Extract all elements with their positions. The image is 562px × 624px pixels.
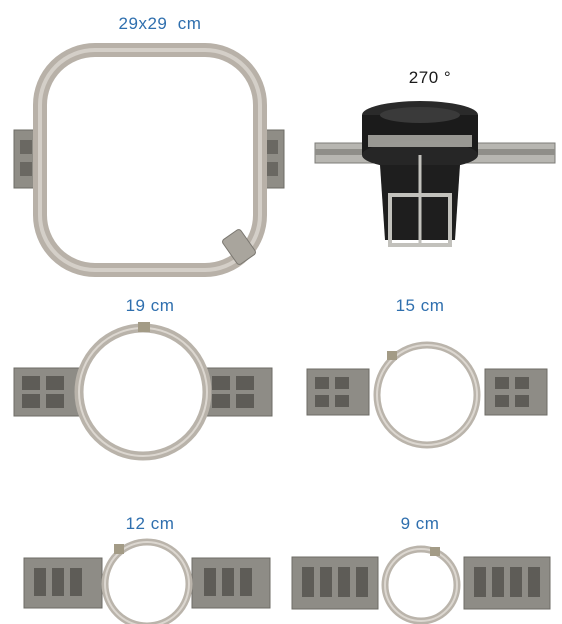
- label-cap-hoop: 270 °: [408, 68, 452, 87]
- square-hoop-icon: [13, 43, 285, 277]
- round-hoop-icon: [13, 322, 273, 461]
- label-square-hoop: 29x29 cm: [118, 14, 202, 33]
- round-hoop-icon: [291, 545, 551, 624]
- round-hoop-icon: [306, 341, 548, 449]
- label-round-hoop-9: 9 cm: [400, 514, 440, 533]
- label-round-hoop-15: 15 cm: [395, 296, 445, 315]
- label-round-hoop-12: 12 cm: [125, 514, 175, 533]
- round-hoop-icon: [23, 538, 271, 624]
- label-round-hoop-19: 19 cm: [125, 296, 175, 315]
- cap-hoop-icon: [314, 101, 556, 247]
